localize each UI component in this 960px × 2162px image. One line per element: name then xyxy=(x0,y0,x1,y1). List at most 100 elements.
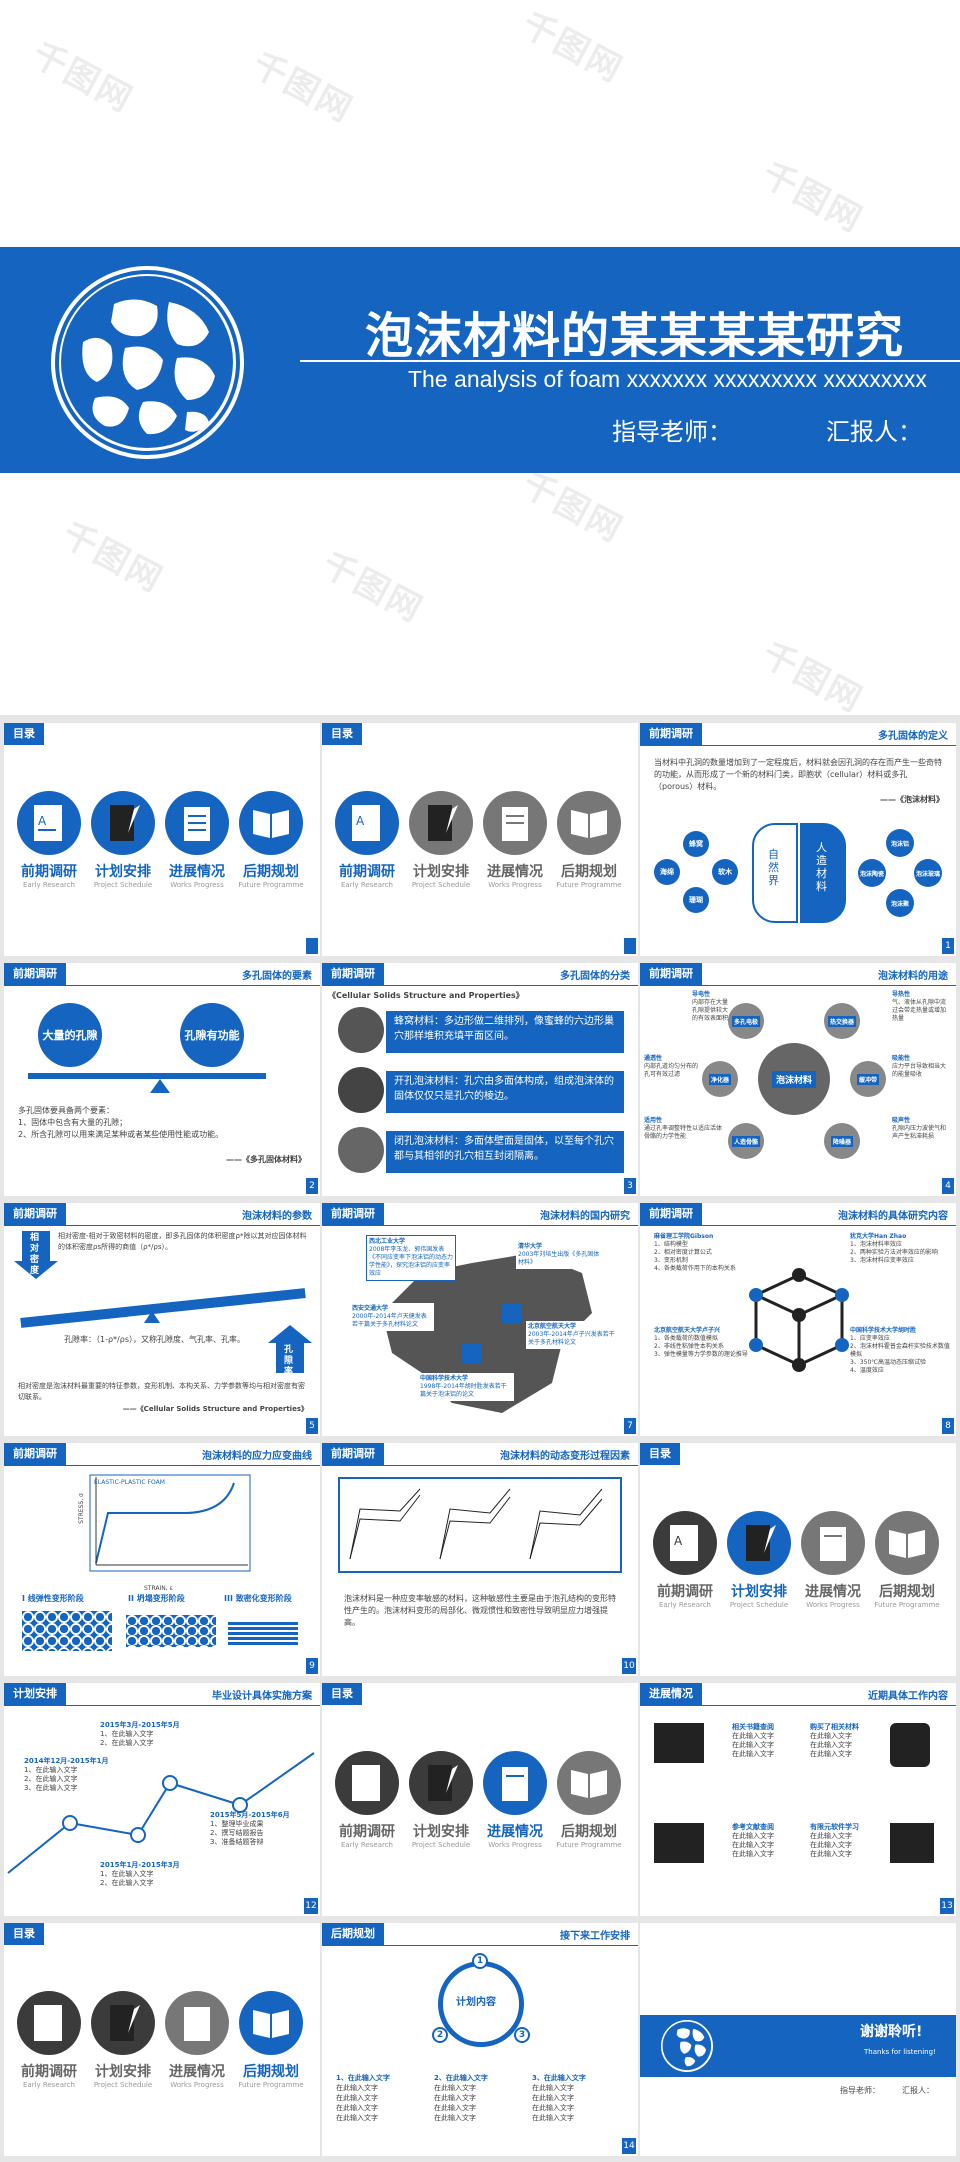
slide-tag: 前期调研 xyxy=(640,963,702,985)
prop-text: 内部孔道均匀分布的孔可有效过滤 xyxy=(644,1063,699,1078)
watermark: 千图网 xyxy=(515,4,630,91)
divider xyxy=(300,360,960,362)
slide-tag: 目录 xyxy=(4,723,44,745)
plan-center: 计划内容 xyxy=(456,1997,496,2008)
slide-tag: 后期规划 xyxy=(322,1923,384,1945)
arrow-label: 相对密度 xyxy=(30,1233,40,1276)
honeycomb-image xyxy=(338,1007,384,1053)
nature-label: 自然界 xyxy=(768,848,779,887)
researcher: 麻省理工学院Gibson xyxy=(654,1233,714,1240)
item: 4、温度效应 xyxy=(850,1367,884,1374)
slide-end[interactable]: 谢谢聆听! Thanks for listening! 指导老师： 汇报人： xyxy=(640,1923,956,2156)
prop-title: 吸能性 xyxy=(892,1055,911,1062)
use-node: 热交换器 xyxy=(824,1003,860,1039)
col-title: 1、在此输入文字 xyxy=(336,2074,390,2082)
circle-node: 海绵 xyxy=(654,859,680,885)
watermark: 千图网 xyxy=(55,514,170,601)
svg-text:A: A xyxy=(356,814,365,828)
node-label: 热交换器 xyxy=(827,1015,856,1027)
circle-node: 泡沫陶瓷 xyxy=(858,859,886,887)
item: 2、在此输入文字 xyxy=(24,1775,78,1783)
toc-label: 进展情况 xyxy=(169,2064,225,2080)
slide-tag: 前期调研 xyxy=(4,963,66,985)
man-label: 人造材料 xyxy=(816,841,827,893)
toc-en: Works Progress xyxy=(170,881,224,889)
item: 1、在此输入文字 xyxy=(24,1766,78,1774)
slide-3[interactable]: 前期调研 多孔固体的分类 《Cellular Solids Structure … xyxy=(322,963,638,1196)
slide-title: 多孔固体的定义 xyxy=(878,731,948,742)
stage-label: III 致密化变形阶段 xyxy=(224,1594,292,1603)
item: 3、在此输入文字 xyxy=(24,1784,78,1792)
toc-label: 计划安排 xyxy=(95,864,151,880)
item: 在此输入文字 xyxy=(732,1841,774,1849)
cell-array-icon xyxy=(22,1611,112,1651)
slide-title: 泡沫材料的国内研究 xyxy=(540,1211,630,1222)
col-title: 3、在此输入文字 xyxy=(532,2074,586,2082)
uni-name: 清华大学 xyxy=(518,1243,543,1250)
slide-2[interactable]: 前期调研 多孔固体的要素 大量的孔隙 孔隙有功能 多孔固体要具备两个要素： 1、… xyxy=(4,963,320,1196)
slide-10[interactable]: 前期调研 泡沫材料的动态变形过程因素 泡沫材料是一种应变率敏感的材料，这种敏感性… xyxy=(322,1443,638,1676)
slide-text: 相对密度是泡沫材料最重要的特征参数，变形机制、本构关系、力学参数等均与相对密度有… xyxy=(18,1382,305,1401)
item: 2、相对密度计算公式 xyxy=(654,1249,712,1256)
divider xyxy=(640,985,956,986)
curve-label: ELASTIC-PLASTIC FOAM xyxy=(94,1479,165,1486)
slide-4[interactable]: 前期调研 泡沫材料的用途 泡沫材料 多孔电极 热交换器 净化器 缓冲带 人造骨骼… xyxy=(640,963,956,1196)
toc-en: Works Progress xyxy=(488,881,542,889)
item: 3、准备结题答辩 xyxy=(210,1838,264,1846)
toc-en: Future Programme xyxy=(556,1841,622,1849)
item: 在此输入文字 xyxy=(810,1841,852,1849)
slide-9[interactable]: 前期调研 泡沫材料的应力应变曲线 ELASTIC-PLASTIC FOAM ST… xyxy=(4,1443,320,1676)
type-row: 开孔泡沫材料：孔穴由多面体构成，组成泡沫体的固体仅仅只是孔穴的棱边。 xyxy=(386,1071,624,1113)
toc-en: Future Programme xyxy=(238,881,304,889)
item: 在此输入文字 xyxy=(434,2104,476,2112)
toc-label: 前期调研 xyxy=(339,864,395,880)
teacher-label: 指导老师： xyxy=(612,418,732,446)
page-number: 1 xyxy=(942,938,954,954)
use-node: 多孔电极 xyxy=(728,1003,764,1039)
calculator-icon xyxy=(890,1723,930,1767)
slide-tag: 前期调研 xyxy=(4,1443,66,1465)
item: 在此输入文字 xyxy=(434,2094,476,2102)
uni-text: 2003年刘培生出版《多孔固体材料》 xyxy=(518,1251,600,1266)
slide-text: 相对密度-相对于致密材料的密度，即多孔固体的体积密度ρ*除以其对应固体材料的体积… xyxy=(58,1232,307,1251)
item: 在此输入文字 xyxy=(434,2084,476,2092)
toc-label: 计划安排 xyxy=(413,1824,469,1840)
slide-14[interactable]: 后期规划 接下来工作安排 计划内容 1 2 3 1、在此输入文字在此输入文字在此… xyxy=(322,1923,638,2156)
element-circle: 大量的孔隙 xyxy=(38,1003,102,1067)
toc-label: 后期规划 xyxy=(243,2064,299,2080)
page-number: 5 xyxy=(306,1418,318,1434)
toc-en: Future Programme xyxy=(238,2081,304,2089)
slide-tag: 目录 xyxy=(322,723,362,745)
checklist-icon xyxy=(483,791,547,855)
uni-text: 1998年-2014年胡时胜发表若干篇关于泡沫铝的论文 xyxy=(420,1383,507,1398)
arrow-down-icon xyxy=(22,1231,50,1261)
checklist-icon xyxy=(165,1991,229,2055)
toc-label: 前期调研 xyxy=(657,1584,713,1600)
reporter-label: 汇报人： xyxy=(826,418,922,446)
toc-en: Works Progress xyxy=(806,1601,860,1609)
node-label: 降噪器 xyxy=(830,1135,853,1147)
slide-1[interactable]: 前期调研 多孔固体的定义 当材料中孔洞的数量增加到了一定程度后，材料就会因孔洞的… xyxy=(640,723,956,956)
book-icon xyxy=(239,791,303,855)
uni-text: 2003年-2014年卢子兴发表若干关于多孔材料论文 xyxy=(528,1331,615,1346)
item: 2、在此输入文字 xyxy=(100,1879,154,1887)
slide-13[interactable]: 进展情况 近期具体工作内容 相关书籍查阅在此输入文字在此输入文字在此输入文字 购… xyxy=(640,1683,956,1916)
cover-slide: 千图网 千图网 千图网 千图网 千图网 千图网 千图网 千图网 泡沫材料的某某某… xyxy=(0,0,960,721)
plan-number: 1 xyxy=(472,1953,488,1969)
toc-label: 计划安排 xyxy=(413,864,469,880)
item: 2、泡沫材料霍普金森杆实验技术数值模拟 xyxy=(850,1343,950,1358)
bookshelf-icon xyxy=(654,1723,704,1763)
period: 2015年1月-2015年3月 xyxy=(100,1861,180,1869)
node-label: 多孔电极 xyxy=(731,1015,760,1027)
stage-label: I 线弹性变形阶段 xyxy=(22,1594,84,1603)
document-icon xyxy=(335,1751,399,1815)
slide-5[interactable]: 前期调研 泡沫材料的参数 相对密度 相对密度-相对于致密材料的密度，即多孔固体的… xyxy=(4,1203,320,1436)
